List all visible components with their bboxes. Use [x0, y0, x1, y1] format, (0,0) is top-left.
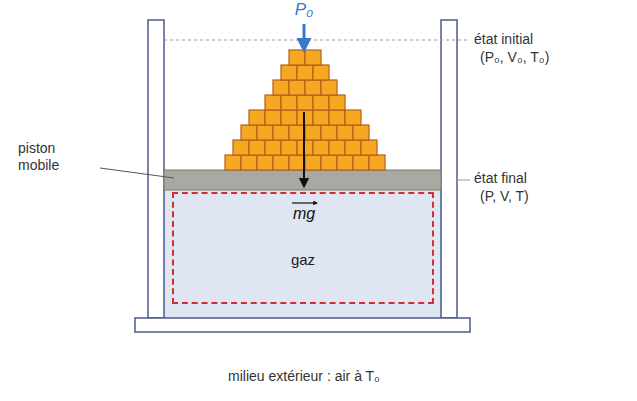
piston	[164, 170, 441, 190]
mass-block	[289, 155, 305, 170]
mass-block	[257, 155, 273, 170]
mass-block	[369, 155, 385, 170]
mass-block	[273, 155, 289, 170]
mass-block	[353, 155, 369, 170]
mass-block	[281, 110, 297, 125]
mass-block	[305, 50, 321, 65]
mass-block	[281, 95, 297, 110]
mass-block	[361, 140, 377, 155]
pressure-label: P₀	[295, 0, 314, 20]
weight-arrow	[303, 112, 305, 186]
cylinder-base	[135, 318, 470, 332]
mass-block	[281, 65, 297, 80]
mass-block	[321, 80, 337, 95]
weight-label: mg	[293, 204, 315, 223]
gas-fill	[164, 190, 441, 318]
pressure-arrow	[303, 24, 306, 50]
mass-block	[225, 155, 241, 170]
mass-block	[289, 80, 305, 95]
mass-block	[345, 110, 361, 125]
state-variables: (P, V, T)	[480, 188, 529, 205]
mass-block	[329, 140, 345, 155]
mass-block	[305, 80, 321, 95]
mass-block	[313, 95, 329, 110]
mass-block	[313, 65, 329, 80]
mass-block	[241, 125, 257, 140]
mass-block	[265, 110, 281, 125]
final-level-line	[457, 180, 470, 181]
cylinder-wall	[148, 20, 164, 318]
mass-block	[265, 140, 281, 155]
mass-block	[305, 155, 321, 170]
mass-block	[337, 155, 353, 170]
initial-level-line	[164, 40, 470, 41]
mass-block	[241, 155, 257, 170]
mass-block	[249, 110, 265, 125]
caption: milieu extérieur : air à T₀	[228, 368, 380, 385]
mass-block	[257, 125, 273, 140]
mass-block	[281, 140, 297, 155]
mass-block	[337, 125, 353, 140]
mass-block	[313, 140, 329, 155]
cylinder-wall	[441, 20, 457, 318]
mass-block	[249, 140, 265, 155]
state-variables: (P₀, V₀, T₀)	[480, 49, 549, 66]
state-label: état final	[474, 170, 527, 187]
mass-block	[321, 125, 337, 140]
mass-block	[353, 125, 369, 140]
weight-arrow	[303, 112, 305, 186]
mass-block	[297, 95, 313, 110]
mass-block	[305, 125, 321, 140]
leader-line	[100, 168, 174, 178]
mass-block	[329, 110, 345, 125]
mass-block	[329, 95, 345, 110]
gas-label: gaz	[291, 251, 315, 268]
part-label: piston mobile	[18, 140, 96, 174]
mass-block	[345, 140, 361, 155]
mass-block	[273, 80, 289, 95]
mass-block	[289, 50, 305, 65]
mass-block	[297, 65, 313, 80]
mass-block	[233, 140, 249, 155]
state-label: état initial	[474, 31, 533, 48]
mass-block	[321, 155, 337, 170]
mass-block	[289, 125, 305, 140]
mass-block	[273, 125, 289, 140]
vector-sign	[292, 202, 317, 203]
mass-block	[265, 95, 281, 110]
mass-block	[313, 110, 329, 125]
